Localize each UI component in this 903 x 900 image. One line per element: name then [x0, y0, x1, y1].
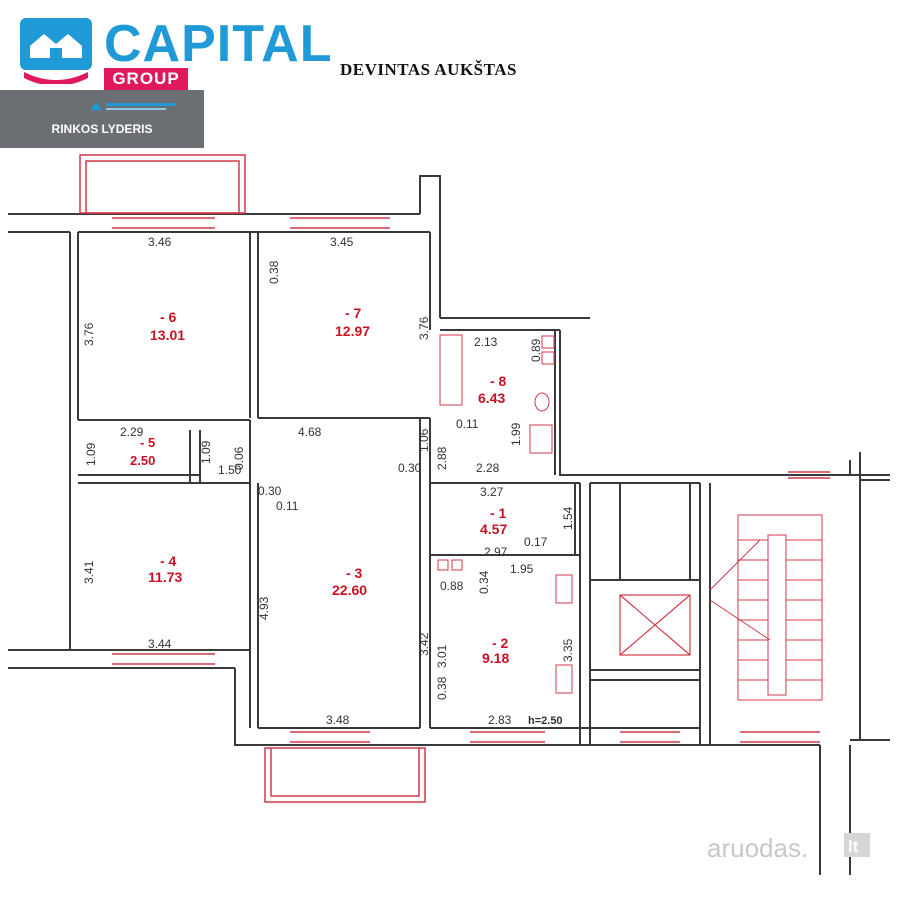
room-labels: - 6 13.01 - 7 12.97 - 8 6.43 - 5 2.50 - …	[130, 305, 509, 666]
dim-228: 2.28	[476, 461, 500, 475]
elevator-shaft	[619, 594, 691, 656]
room-3-label: - 3	[346, 565, 363, 581]
dim-493: 4.93	[257, 596, 271, 620]
dim-109-a: 1.09	[84, 442, 98, 466]
dim-283: 2.83	[488, 713, 512, 727]
dim-229: 2.29	[120, 425, 144, 439]
dim-346: 3.46	[148, 235, 172, 249]
aruodas-tld: lt	[848, 837, 859, 856]
walls	[8, 175, 890, 875]
dim-468: 4.68	[298, 425, 322, 439]
dim-106: 1.06	[417, 428, 431, 452]
room-1-area: 4.57	[480, 521, 507, 537]
aruodas-tld-badge: lt	[844, 833, 870, 857]
dim-038-top: 0.38	[267, 260, 281, 284]
dim-297: 2.97	[484, 545, 508, 559]
dim-034: 0.34	[477, 570, 491, 594]
room-8-label: - 8	[490, 373, 507, 389]
room-6-label: - 6	[160, 309, 177, 325]
dimension-labels: 3.46 3.45 0.38 3.76 3.76 2.13 0.89 0.11 …	[82, 235, 575, 727]
room-4-area: 11.73	[148, 569, 182, 585]
dim-213: 2.13	[474, 335, 498, 349]
room-7-area: 12.97	[335, 323, 370, 339]
room-6-area: 13.01	[150, 327, 185, 343]
dim-199: 1.99	[509, 422, 523, 446]
dim-109-b: 1.09	[199, 440, 213, 464]
dim-154: 1.54	[561, 506, 575, 530]
dim-288: 2.88	[435, 446, 449, 470]
dim-376-right: 3.76	[417, 316, 431, 340]
floor-title: DEVINTAS AUKŠTAS	[340, 60, 517, 79]
dim-344: 3.44	[148, 637, 172, 651]
dim-327: 3.27	[480, 485, 504, 499]
market-leader-badge: RINKOS LYDERIS	[0, 90, 204, 148]
room-8-area: 6.43	[478, 390, 505, 406]
room-4-label: - 4	[160, 553, 177, 569]
room-1-label: - 1	[490, 505, 507, 521]
dim-038-bottom: 0.38	[435, 676, 449, 700]
dim-011-a: 0.11	[276, 499, 299, 513]
dim-335: 3.35	[561, 638, 575, 662]
badge-text: RINKOS LYDERIS	[51, 122, 153, 136]
dim-006: 0.06	[232, 446, 246, 470]
windows	[79, 154, 830, 803]
fixtures	[437, 334, 573, 694]
dim-030-b: 0.30	[258, 484, 282, 498]
dim-195: 1.95	[510, 562, 534, 576]
room-2-label: - 2	[492, 635, 509, 651]
aruodas-watermark: aruodas.	[707, 833, 809, 863]
dim-348: 3.48	[326, 713, 350, 727]
dim-088: 0.88	[440, 579, 464, 593]
badge-emblem-icon	[90, 102, 176, 110]
dim-301: 3.01	[435, 644, 449, 668]
dim-341: 3.41	[82, 560, 96, 584]
room-5-label: - 5	[140, 435, 155, 450]
dim-376-left: 3.76	[82, 322, 96, 346]
house-logo-icon	[20, 18, 92, 84]
brand-name: CAPITAL	[104, 15, 333, 73]
dim-011-b: 0.11	[456, 417, 479, 431]
room-2-area: 9.18	[482, 650, 509, 666]
room-3-area: 22.60	[332, 582, 367, 598]
capital-group-logo: CAPITAL GROUP	[20, 14, 333, 94]
room-5-area: 2.50	[130, 453, 155, 468]
dim-342: 3.42	[417, 632, 431, 656]
room-7-label: - 7	[345, 305, 362, 321]
dim-030-a: 0.30	[398, 461, 422, 475]
brand-subtitle: GROUP	[104, 68, 188, 90]
dim-150: 1.50	[218, 463, 242, 477]
dim-089: 0.89	[529, 338, 543, 362]
dim-345: 3.45	[330, 235, 354, 249]
stairwell	[709, 514, 823, 701]
ceiling-height: h=2.50	[528, 715, 563, 727]
dim-017: 0.17	[524, 535, 548, 549]
